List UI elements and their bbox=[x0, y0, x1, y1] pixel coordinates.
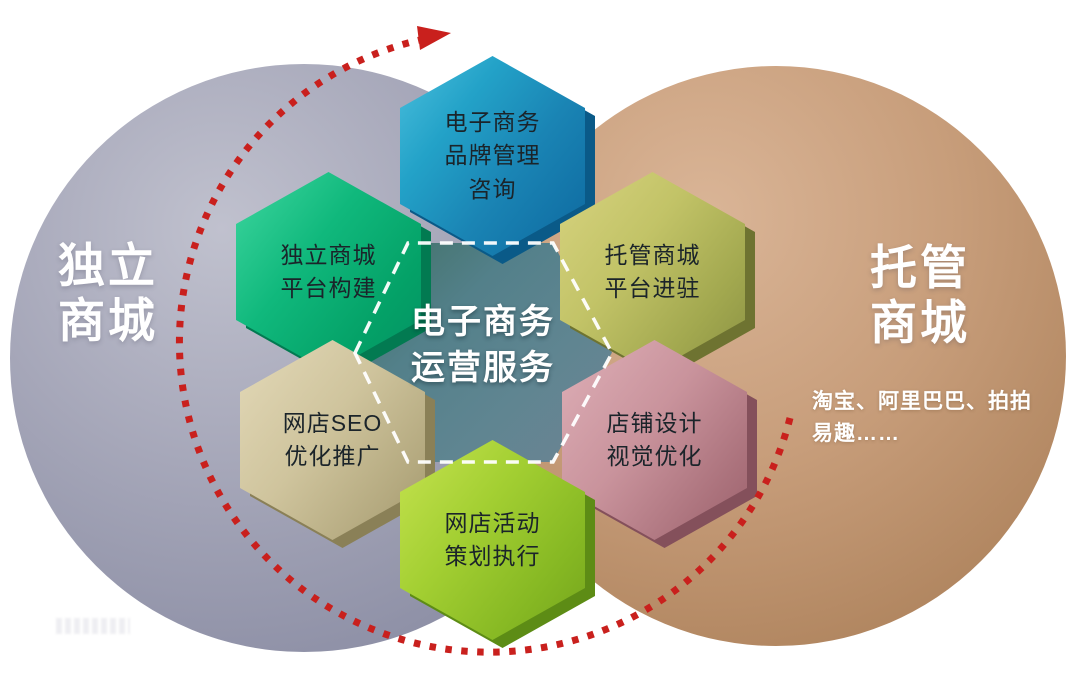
hexagon-label-line: 网店活动 bbox=[444, 509, 541, 536]
hexagon-label: 网店活动 策划执行 bbox=[445, 507, 541, 574]
hexagon-label-line: 平台构建 bbox=[280, 275, 377, 301]
hexagon-label-line: 网店SEO bbox=[282, 409, 383, 436]
label-line: 托管 bbox=[870, 241, 970, 294]
center-label-line: 运营服务 bbox=[411, 348, 555, 387]
hexagon-label: 独立商城 平台构建 bbox=[281, 239, 377, 306]
hexagon-label-line: 店铺设计 bbox=[606, 409, 703, 436]
center-hexagon-label: 电子商务 运营服务 bbox=[383, 300, 583, 392]
hexagon-label-line: 电子商务 bbox=[444, 108, 541, 135]
hexagon-label-line: 咨询 bbox=[468, 175, 517, 202]
hexagon-label-line: 品牌管理 bbox=[444, 142, 541, 169]
platforms-line: 淘宝、阿里巴巴、拍拍 bbox=[812, 390, 1032, 413]
hexagon-label-line: 策划执行 bbox=[444, 543, 541, 569]
hexagon-brand-consulting: 电子商务 品牌管理 咨询 bbox=[400, 56, 595, 264]
label-line: 独立 bbox=[58, 239, 158, 292]
hexagon-activity-planning: 网店活动 策划执行 bbox=[400, 440, 595, 648]
label-line: 商城 bbox=[58, 294, 158, 348]
hexagon-label-line: 优化推广 bbox=[284, 443, 381, 469]
hexagon-label-line: 托管商城 bbox=[604, 241, 701, 268]
hexagon-label: 店铺设计 视觉优化 bbox=[607, 407, 703, 474]
independent-mall-label: 独立 商城 bbox=[33, 238, 183, 349]
watermark bbox=[56, 618, 130, 634]
hosted-mall-label: 托管 商城 bbox=[845, 240, 995, 351]
hexagon-label-line: 独立商城 bbox=[280, 241, 377, 268]
hexagon-label: 网店SEO 优化推广 bbox=[283, 407, 383, 474]
platforms-line: 易趣…… bbox=[812, 421, 900, 445]
hosted-mall-platforms-text: 淘宝、阿里巴巴、拍拍 易趣…… bbox=[812, 386, 1052, 449]
hexagon-label: 托管商城 平台进驻 bbox=[605, 239, 701, 306]
label-line: 商城 bbox=[870, 296, 970, 350]
hexagon-label-line: 平台进驻 bbox=[604, 275, 701, 301]
hexagon-label: 电子商务 品牌管理 咨询 bbox=[445, 106, 541, 206]
arrowhead-icon bbox=[417, 26, 451, 50]
center-label-line: 电子商务 bbox=[411, 303, 555, 341]
hexagon-label-line: 视觉优化 bbox=[606, 443, 703, 469]
